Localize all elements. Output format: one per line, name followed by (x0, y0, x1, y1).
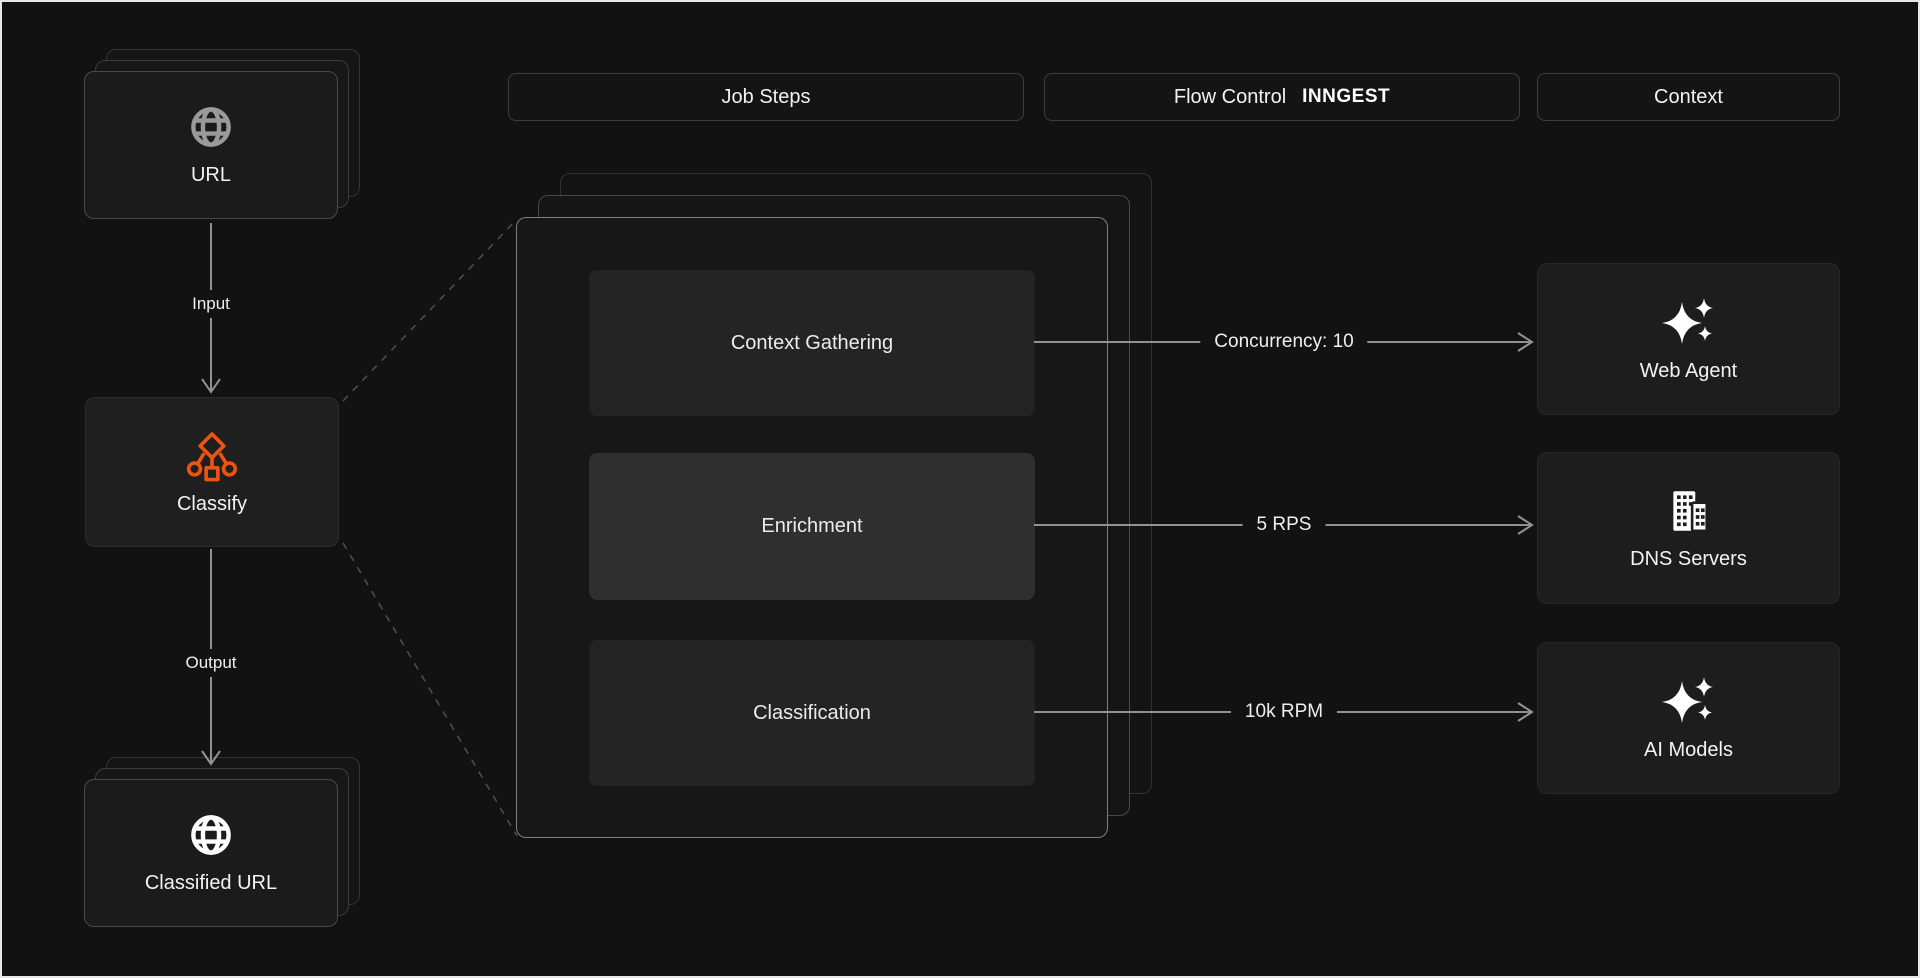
job-steps-header: Job Steps (508, 73, 1024, 121)
globe-icon (191, 106, 231, 147)
classified-url-card: Classified URL (84, 779, 338, 927)
flow-control-header: Flow Control INNGEST (1044, 73, 1520, 121)
flow-control-label-concurrency: Concurrency: 10 (1200, 327, 1368, 357)
flow-control-label-rps: 5 RPS (1242, 510, 1326, 540)
step-context-gathering: Context Gathering (589, 270, 1035, 416)
flow-control-header-label: Flow Control (1173, 85, 1287, 108)
step-label: Classification (753, 701, 871, 724)
classify-box: Classify (85, 397, 339, 547)
job-steps-container-stack: Context Gathering Enrichment Classificat… (516, 173, 1152, 838)
classify-decision-tree-icon (186, 431, 238, 481)
job-steps-header-label: Job Steps (721, 85, 811, 108)
output-arrow-label: Output (177, 649, 245, 677)
classified-url-card-label: Classified URL (144, 871, 278, 894)
step-classification: Classification (589, 640, 1035, 786)
ai-models-box: AI Models (1537, 642, 1840, 794)
building-icon (1672, 490, 1708, 532)
ai-models-label: AI Models (1644, 738, 1733, 761)
classify-label: Classify (176, 492, 247, 515)
inngest-logo: INNGEST (1302, 86, 1391, 107)
globe-icon (191, 814, 231, 855)
step-label: Enrichment (761, 515, 863, 537)
context-header: Context (1537, 73, 1840, 121)
sparkles-icon (1661, 676, 1713, 723)
url-card-stack: URL (84, 49, 360, 219)
classified-url-card-stack: Classified URL (84, 757, 360, 927)
context-header-label: Context (1654, 85, 1723, 108)
sparkles-icon (1661, 297, 1713, 344)
step-label: Context Gathering (730, 331, 894, 354)
url-card: URL (84, 71, 338, 219)
flow-control-label-rpm: 10k RPM (1230, 697, 1338, 727)
input-arrow-label: Input (184, 290, 238, 318)
job-steps-container: Context Gathering Enrichment Classificat… (516, 217, 1108, 838)
web-agent-label: Web Agent (1639, 359, 1738, 382)
url-card-label: URL (190, 163, 231, 186)
web-agent-box: Web Agent (1537, 263, 1840, 415)
step-enrichment: Enrichment (589, 453, 1035, 600)
dns-servers-label: DNS Servers (1630, 547, 1747, 570)
dns-servers-box: DNS Servers (1537, 452, 1840, 604)
